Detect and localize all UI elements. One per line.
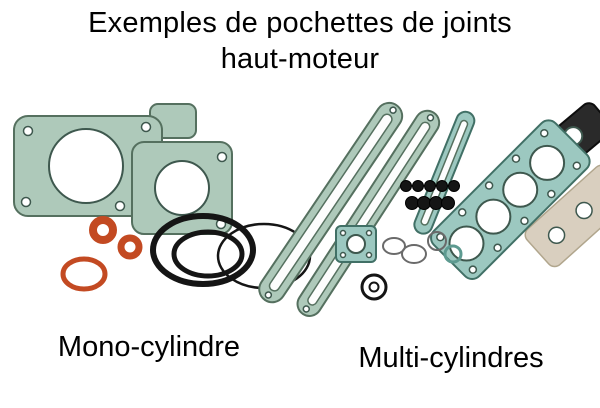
multi-cylinder-gasket-set — [258, 101, 600, 317]
mono-orange-orings — [60, 216, 143, 292]
multi-small-rings — [360, 231, 463, 301]
title-line-1: Exemples de pochettes de joints — [88, 7, 512, 39]
caption-mono-cylindre: Mono-cylindre — [57, 331, 241, 363]
mono-cylinder-gasket-set — [13, 103, 312, 292]
multi-valve-seals — [400, 180, 460, 210]
multi-cover-gasket-1 — [258, 101, 404, 304]
mono-head-gasket — [13, 103, 233, 235]
caption-multi-cylindres: Multi-cylindres — [358, 342, 544, 374]
multi-paper-gasket — [524, 164, 600, 268]
multi-small-gasket — [335, 225, 377, 263]
title-line-2: haut-moteur — [220, 43, 380, 76]
multi-head-gasket — [430, 119, 591, 280]
figure-title: Exemples de pochettes de joints haut-mot… — [0, 5, 600, 78]
